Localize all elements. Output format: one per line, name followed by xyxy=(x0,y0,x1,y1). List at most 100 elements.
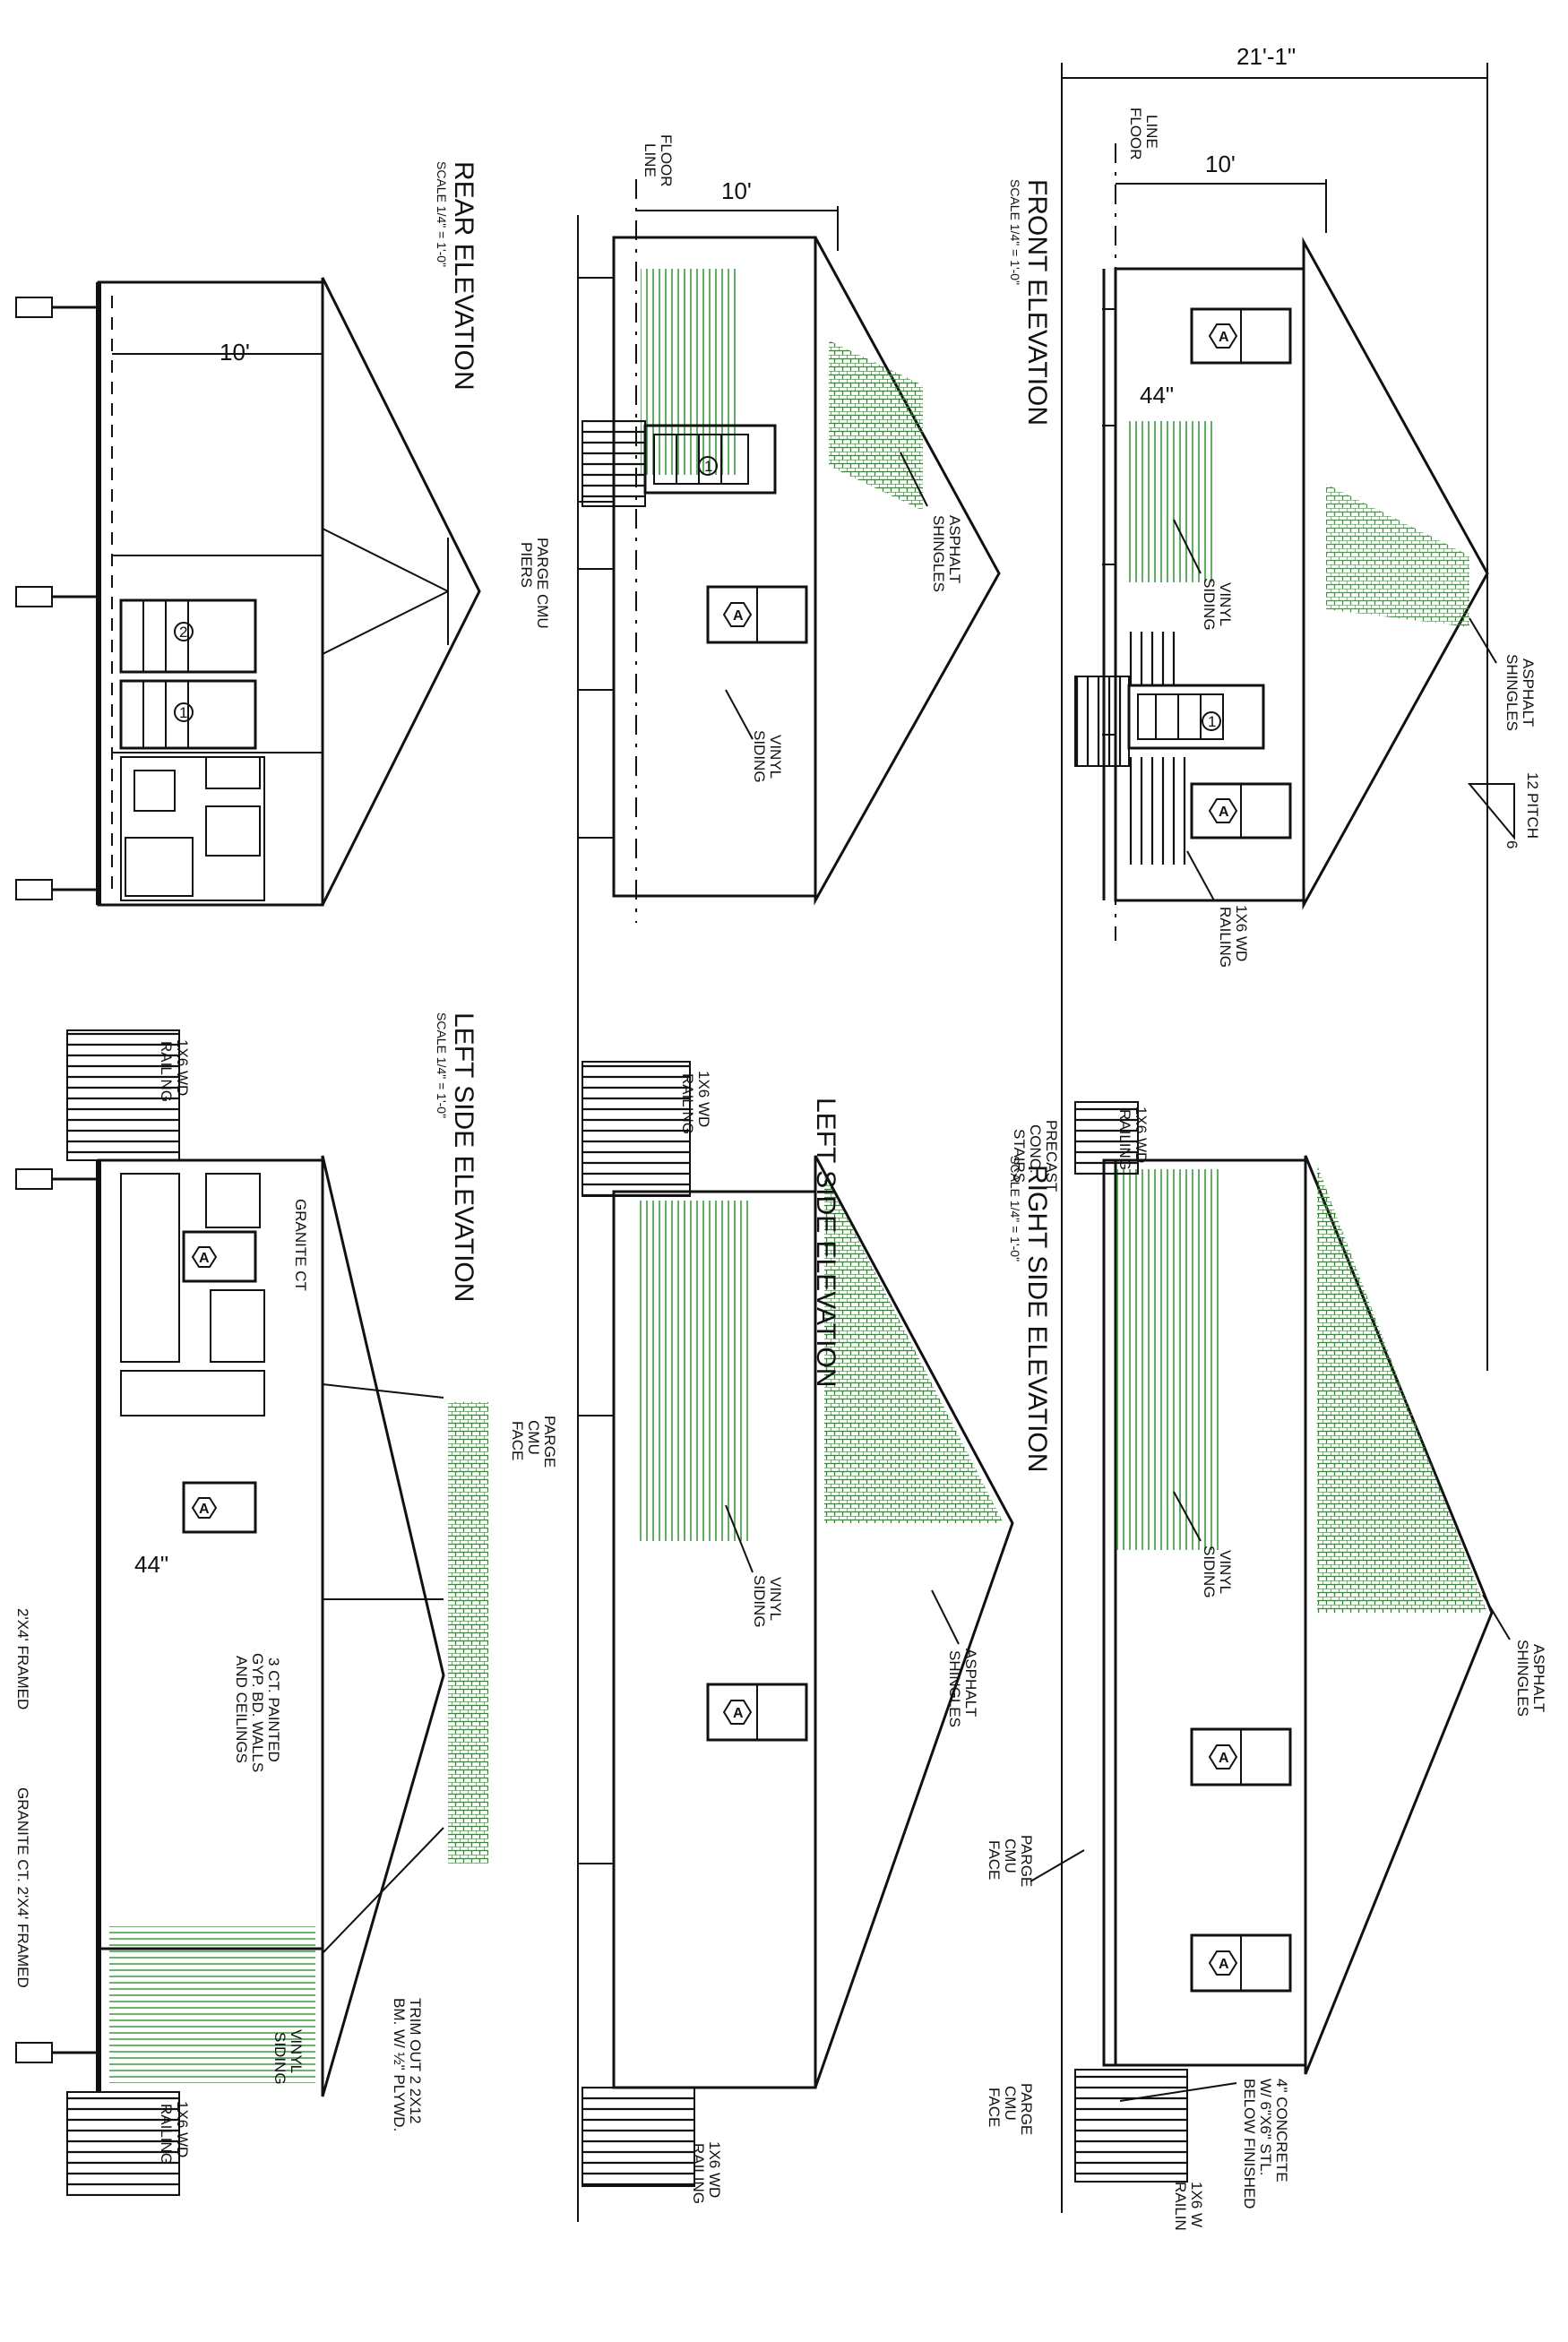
interior-railing-1: 1X6 WD xyxy=(174,1039,191,1096)
right-elevation-scale: SCALE 1/4" = 1'-0" xyxy=(1008,1156,1022,1261)
right-concrete-1: 4" CONCRETE xyxy=(1273,2079,1290,2183)
right-window-2: A xyxy=(1190,1933,1292,1993)
interior-elevation-scale: SCALE 1/4" = 1'-0" xyxy=(435,1012,449,1118)
interior-piers xyxy=(15,1168,99,2063)
right-precast-2: CONC. xyxy=(1027,1124,1044,1174)
right-railing-cut-1: 1X6 W xyxy=(1188,2182,1205,2227)
svg-text:A: A xyxy=(1219,805,1229,820)
right-precast-3: STAIRS xyxy=(1011,1129,1028,1183)
left-lower-railing-b-2: RAILING xyxy=(690,2143,707,2204)
right-concrete-3: BELOW FINISHED xyxy=(1241,2079,1258,2209)
left-parge-piers-2: PIERS xyxy=(518,542,535,588)
left-lower-shingles-1: ASPHALT xyxy=(962,1649,979,1717)
right-asphalt-shingles-2: SHINGLES xyxy=(1514,1640,1531,1717)
interior-window-upper: A xyxy=(182,1230,257,1283)
left-lower-vinyl-1: VINYL xyxy=(767,1577,784,1621)
right-side-elevation: A A RIGHT SIDE ELEVATION SCALE 1/4" = 1'… xyxy=(986,1101,1547,2231)
interior-railing-b-2: RAILING xyxy=(158,2104,175,2165)
left-lower-shingles-2: SHINGLES xyxy=(946,1650,963,1727)
svg-text:12: 12 xyxy=(1524,772,1541,789)
left-floor-line-1: FLOOR xyxy=(658,134,675,187)
svg-text:A: A xyxy=(1219,1957,1229,1972)
interior-window-dimension: 44" xyxy=(134,1551,168,1578)
interior-elevation-title: LEFT SIDE ELEVATION xyxy=(449,1012,478,1302)
left-lower-vinyl-2: SIDING xyxy=(751,1575,768,1628)
svg-text:A: A xyxy=(199,1251,210,1266)
left-shingles-2: SHINGLES xyxy=(930,515,947,592)
right-precast-1: PRECAST xyxy=(1043,1120,1060,1192)
right-railing-1: 1X6 WD xyxy=(1133,1106,1150,1163)
svg-text:PITCH: PITCH xyxy=(1524,793,1541,839)
front-elevation-title: FRONT ELEVATION xyxy=(1022,179,1052,426)
front-window-lower: A xyxy=(1190,782,1292,840)
front-window-upper: A xyxy=(1190,307,1292,365)
front-vinyl-siding-2: SIDING xyxy=(1201,578,1218,631)
svg-text:A: A xyxy=(1219,1751,1229,1766)
left-vinyl-1: VINYL xyxy=(767,735,784,779)
svg-text:6: 6 xyxy=(1503,840,1521,848)
right-window-1: A xyxy=(1190,1727,1292,1787)
right-vinyl-siding-1: VINYL xyxy=(1217,1550,1234,1594)
interior-railing-2: RAILING xyxy=(158,1041,175,1102)
right-parge-b-1: PARGE xyxy=(1018,2083,1035,2135)
right-parge-b-2: CMU xyxy=(1002,2086,1019,2121)
interior-trim-1: TRIM OUT 2 2X12 xyxy=(407,1998,424,2123)
left-lower-title: LEFT SIDE ELEVATION xyxy=(811,1098,840,1387)
interior-framed-b: GRANITE CT. 2'X4' FRAMED xyxy=(14,1787,31,1988)
rear-elevation-title: REAR ELEVATION xyxy=(449,161,478,391)
right-concrete-2: W/ 6"X6" STL. xyxy=(1257,2079,1274,2175)
front-door: 1 xyxy=(1127,684,1265,750)
interior-framed-a: 2'X4' FRAMED xyxy=(14,1608,31,1709)
interior-vinyl-2: SIDING xyxy=(271,2032,289,2085)
front-elevation: 21'-1" 10' FLOOR LINE A A xyxy=(1008,43,1541,1371)
left-lower-railing-1: 1X6 WD xyxy=(695,1071,712,1127)
front-overall-dimension: 21'-1" xyxy=(1236,43,1296,70)
svg-text:1: 1 xyxy=(704,458,712,475)
front-elevation-scale: SCALE 1/4" = 1'-0" xyxy=(1008,179,1022,285)
interior-gyp-2: GYP. BD. WALLS xyxy=(249,1653,266,1772)
svg-text:A: A xyxy=(733,608,744,624)
svg-text:1: 1 xyxy=(179,704,187,721)
interior-railing-b-1: 1X6 WD xyxy=(174,2101,191,2157)
front-window-dimension: 44" xyxy=(1140,382,1174,409)
left-lower-parge-3: FACE xyxy=(509,1421,526,1460)
front-railing-2: RAILING xyxy=(1217,907,1234,968)
rear-elevation-scale: SCALE 1/4" = 1'-0" xyxy=(435,161,449,267)
svg-text:A: A xyxy=(1219,330,1229,345)
right-parge-1: PARGE xyxy=(1018,1835,1035,1887)
interior-gyp-1: 3 CT. PAINTED xyxy=(265,1657,282,1762)
rear-piers xyxy=(15,297,99,900)
svg-text:A: A xyxy=(199,1502,210,1517)
rear-width-dimension: 10' xyxy=(220,339,250,366)
left-side-elevation-top: 10' FLOOR LINE 1 A ASPHALT xyxy=(518,134,1001,2222)
rear-elevation: 10' 2 1 xyxy=(15,161,481,907)
left-lower-railing-2: RAILING xyxy=(679,1073,696,1134)
pitch-symbol: 12 PITCH 6 xyxy=(1467,772,1541,848)
svg-text:1: 1 xyxy=(1208,713,1216,730)
left-shingles-1: ASPHALT xyxy=(946,515,963,583)
interior-trim-2: BM. W/ ½" PLYWD. xyxy=(391,1998,408,2131)
left-window-lower: A xyxy=(706,1683,808,1742)
right-railing-cut-2: RAILIN xyxy=(1172,2182,1189,2231)
right-elevation-title: RIGHT SIDE ELEVATION xyxy=(1022,1165,1052,1472)
left-vinyl-2: SIDING xyxy=(751,730,768,783)
interior-gyp-3: AND CEILINGS xyxy=(233,1656,250,1763)
left-floor-line-2: LINE xyxy=(642,143,659,177)
front-height-dimension: 10' xyxy=(1205,151,1236,177)
left-side-interior-elevation: A A LEFT SIDE ELEVATION SCALE 1/4" = 1'-… xyxy=(14,1012,488,2196)
right-asphalt-shingles-1: ASPHALT xyxy=(1530,1644,1547,1712)
interior-window-lower: A xyxy=(182,1481,257,1534)
rear-kitchen xyxy=(120,756,265,901)
interior-cabinets xyxy=(120,1173,265,1416)
front-asphalt-shingles-2: SHINGLES xyxy=(1503,654,1521,731)
svg-text:2: 2 xyxy=(179,624,187,641)
front-floor-line-1: FLOOR xyxy=(1127,108,1144,160)
left-parge-piers-1: PARGE CMU xyxy=(534,538,551,629)
svg-text:A: A xyxy=(733,1706,744,1721)
right-vinyl-siding-2: SIDING xyxy=(1201,1546,1218,1598)
rear-door-1: 1 xyxy=(119,679,257,750)
front-asphalt-shingles-1: ASPHALT xyxy=(1520,659,1537,727)
front-vinyl-siding-1: VINYL xyxy=(1217,582,1234,626)
right-railing-2: RAILING xyxy=(1116,1109,1133,1170)
